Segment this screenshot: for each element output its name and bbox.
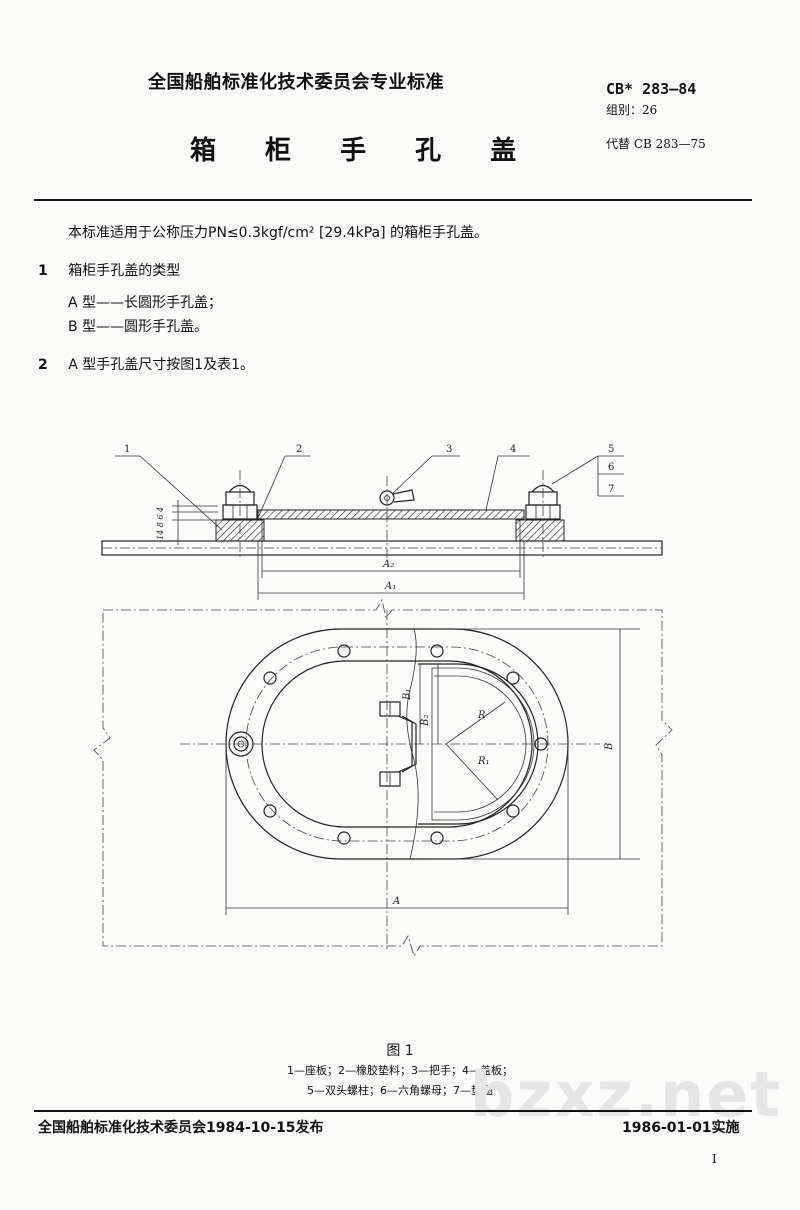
type-a-item: A 型——长圆形手孔盖； [68, 295, 223, 311]
issue-date: 全国船舶标准化技术委员会1984-10-15发布 [38, 1120, 324, 1136]
section-2-text: A 型手孔盖尺寸按图1及表1。 [68, 357, 255, 373]
right-gasket-block [515, 519, 565, 542]
callout-3: 3 [446, 444, 452, 455]
stud-nut-top [228, 731, 254, 757]
callout-1: 1 [124, 444, 130, 455]
effective-date: 1986-01-01实施 [622, 1120, 740, 1136]
scope-paragraph: 本标准适用于公称压力PN≤0.3kgf/cm² [29.4kPa] 的箱柜手孔盖… [68, 225, 488, 241]
cutaway-flange-section [418, 663, 539, 825]
figure-legend-line-2: 5—双头螺柱；6—六角螺母；7—垫圈 [307, 1084, 493, 1097]
document-title: 箱 柜 手 孔 盖 [190, 136, 537, 166]
page-number: I [712, 1152, 717, 1166]
figure-legend-line-1: 1—座板；2—橡胶垫料；3—把手；4—盖板； [287, 1064, 513, 1077]
section-view: 14 8 6 4 A₂ A₁ 1 2 3 4 5 6 7 [101, 444, 663, 600]
callout-4: 4 [510, 444, 516, 455]
plan-view: R R₁ B₂ B₁ B A [93, 598, 673, 957]
radius-r1-label: R₁ [477, 756, 490, 767]
section-2-heading: 2 A 型手孔盖尺寸按图1及表1。 [38, 354, 254, 374]
callout-5: 5 [608, 444, 614, 455]
watermark: bzxz.net [470, 1058, 782, 1131]
group-number: 组别：26 [606, 103, 658, 117]
dim-a1-label: A₁ [384, 581, 396, 592]
section-2-number: 2 [38, 357, 48, 373]
section-1-title: 箱柜手孔盖的类型 [68, 263, 181, 279]
dim-a-label: A [392, 896, 400, 907]
dim-b-label: B [604, 743, 615, 751]
section-1-number: 1 [38, 263, 48, 279]
header-rule [34, 199, 752, 201]
handle-arm [392, 489, 415, 503]
bolt-holes [263, 644, 548, 845]
figure-caption: 图 1 [386, 1043, 414, 1059]
issuing-organization: 全国船舶标准化技术委员会专业标准 [148, 72, 444, 93]
dim-b2-label: B₂ [420, 715, 431, 727]
callout-2: 2 [296, 444, 302, 455]
callout-7: 7 [608, 484, 614, 495]
replaces-standard: 代替 CB 283—75 [606, 137, 706, 151]
standard-number: CB* 283—84 [606, 80, 697, 98]
dim-a2-label: A₂ [382, 559, 394, 570]
handle-top-view [379, 701, 417, 787]
section-1-heading: 1 箱柜手孔盖的类型 [38, 260, 180, 280]
footer-rule [34, 1110, 752, 1112]
height-dimensions: 14 8 6 4 [156, 507, 165, 540]
radius-r-label: R [477, 710, 486, 721]
cover-plate [257, 509, 525, 520]
type-b-item: B 型——圆形手孔盖。 [68, 319, 209, 335]
dim-b1-label: B₁ [402, 689, 413, 701]
tank-plate-outline [93, 598, 673, 957]
callout-6: 6 [608, 462, 614, 473]
